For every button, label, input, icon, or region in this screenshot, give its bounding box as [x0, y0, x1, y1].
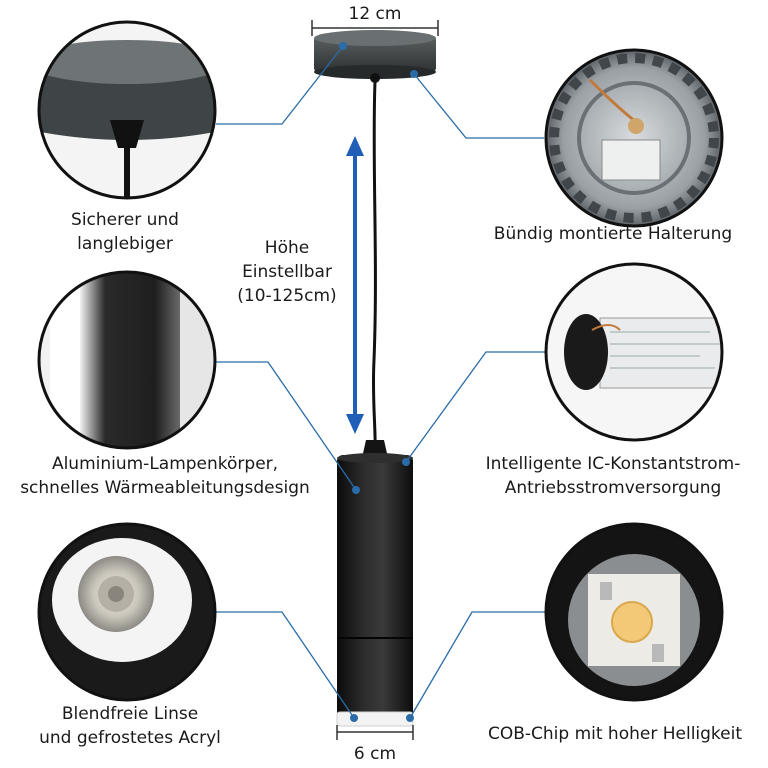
suspension-cable	[371, 81, 377, 451]
top-dimension-marker	[311, 20, 439, 36]
chip-caption: COB-Chip mit hoher Helligkeit	[487, 724, 743, 744]
body-caption: Aluminium-Lampenkörper, schnelles Wärmea…	[0, 452, 330, 500]
top-dimension-label: 12 cm	[348, 4, 402, 24]
callout-dots	[339, 42, 418, 722]
lens-caption-line2: und gefrostetes Acryl	[39, 728, 221, 748]
height-label-line2: Einstellbar	[242, 262, 332, 282]
detail-circle-cob-chip	[544, 522, 724, 702]
driver-caption: Intelligente IC-Konstantstrom- Antriebss…	[462, 452, 764, 500]
detail-circle-driver	[544, 262, 724, 442]
height-label-line1: Höhe	[264, 238, 310, 258]
lamp-body	[336, 440, 414, 727]
detail-circle-lens	[37, 522, 217, 702]
driver-caption-line2: Antriebsstromversorgung	[504, 478, 722, 498]
callout-lines	[216, 45, 548, 719]
bottom-dimension-marker	[336, 725, 414, 740]
detail-circle-body	[37, 270, 217, 450]
height-label: Höhe Einstellbar (10-125cm)	[232, 236, 342, 308]
mount-caption: Bündig montierte Halterung	[493, 224, 733, 244]
lens-caption-line1: Blendfreie Linse	[61, 704, 199, 724]
detail-circle-mount	[544, 48, 724, 228]
height-arrow	[346, 136, 364, 434]
canopy-caption-line2: langlebiger	[77, 234, 173, 254]
canopy-caption-line1: Sicherer und	[71, 210, 179, 230]
body-caption-line1: Aluminium-Lampenkörper,	[51, 454, 279, 474]
lens-caption: Blendfreie Linse und gefrostetes Acryl	[20, 702, 240, 750]
bottom-dimension-label: 6 cm	[353, 744, 397, 764]
height-label-line3: (10-125cm)	[237, 286, 337, 306]
driver-caption-line1: Intelligente IC-Konstantstrom-	[485, 454, 741, 474]
body-caption-line2: schnelles Wärmeableitungsdesign	[20, 478, 310, 498]
detail-circle-canopy	[37, 20, 217, 200]
canopy-caption: Sicherer und langlebiger	[20, 208, 230, 256]
